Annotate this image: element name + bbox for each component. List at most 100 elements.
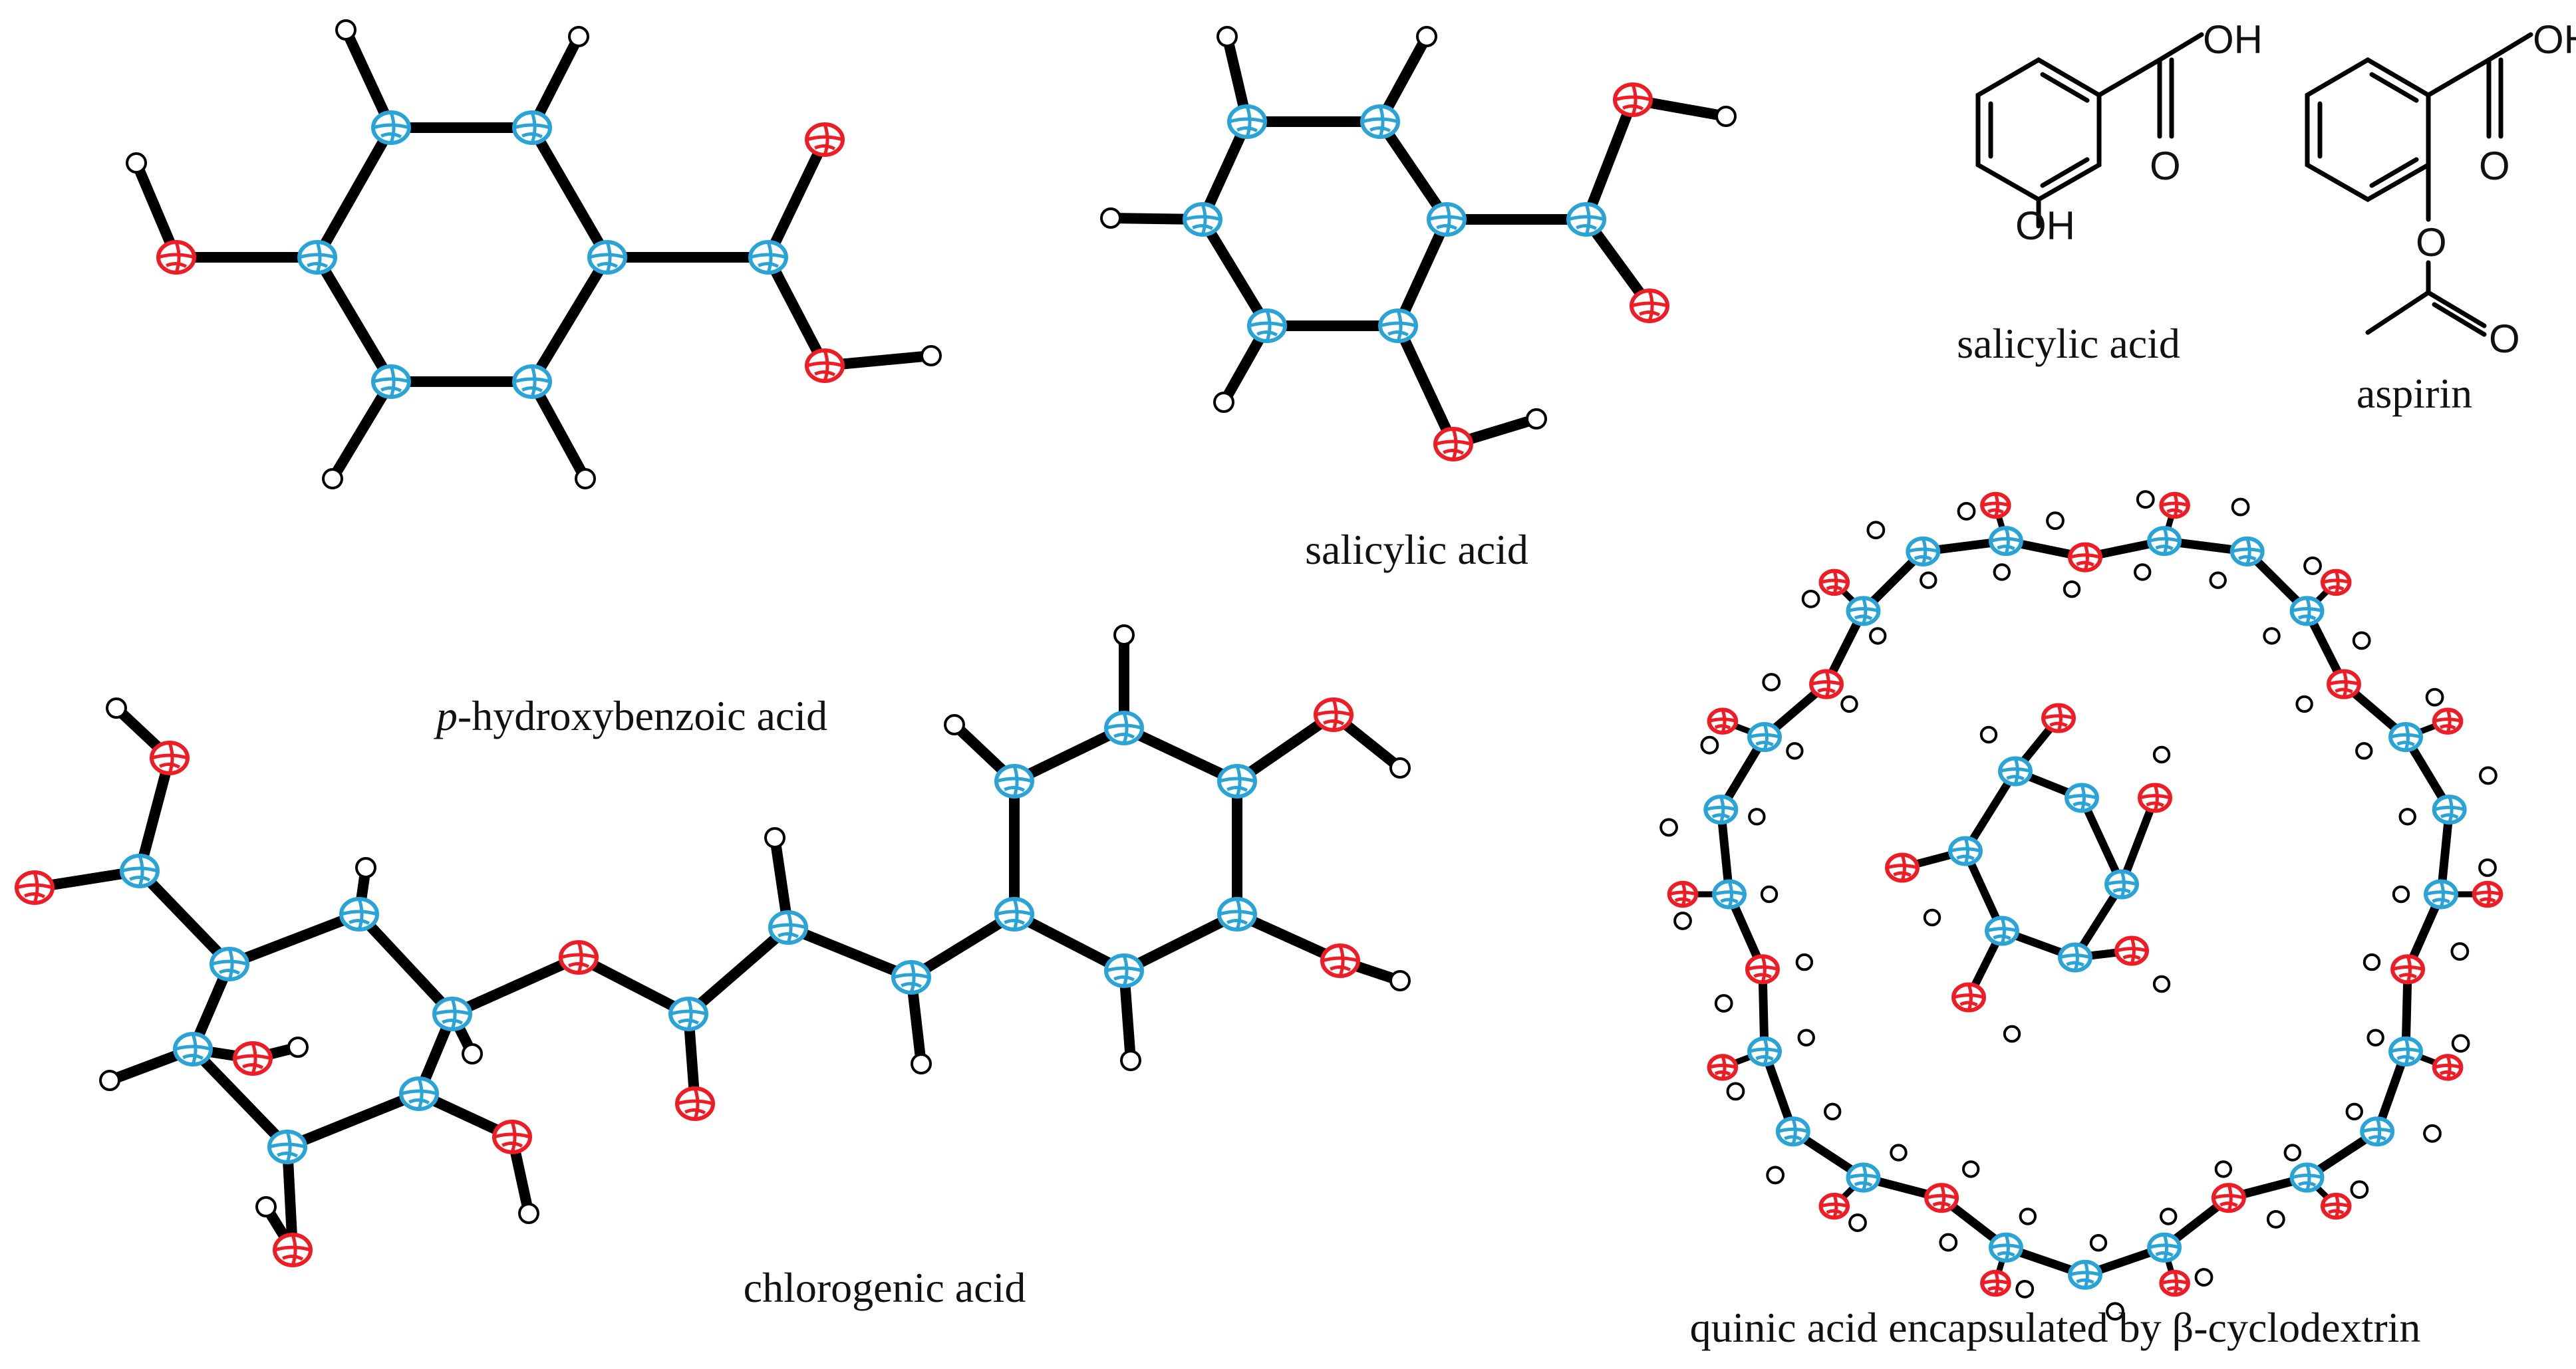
- oxygen-atom: [2159, 1269, 2190, 1297]
- hydrogen-atom: [2345, 1102, 2363, 1121]
- hydrogen-atom: [944, 714, 965, 735]
- hydrogen-atom: [2152, 975, 2171, 993]
- carbon-atom: [297, 240, 337, 275]
- carbon-atom: [1712, 879, 1747, 910]
- hydrogen-atom: [1840, 695, 1858, 713]
- carbon-atom: [2388, 1036, 2423, 1067]
- hydrogen-atom: [1120, 1050, 1141, 1071]
- carbon-atom: [2432, 795, 2467, 825]
- carbon-atom: [1985, 916, 2019, 946]
- oxygen-atom: [2159, 491, 2190, 519]
- carbon-atom: [1906, 536, 1941, 566]
- hydrogen-atom: [575, 468, 596, 489]
- hydrogen-atom: [2214, 1160, 2233, 1178]
- carbon-atom: [2289, 596, 2325, 626]
- caption-p-rest: -hydroxybenzoic acid: [457, 692, 828, 739]
- carbon-atom: [1183, 202, 1222, 237]
- oxygen-atom: [2068, 542, 2102, 572]
- hydrogen-atom: [287, 1037, 309, 1058]
- carbon-atom: [2147, 526, 2182, 557]
- hydrogen-atom: [2398, 808, 2416, 826]
- hydrogen-atom: [1673, 912, 1692, 930]
- hydrogen-atom: [1762, 673, 1781, 691]
- hydrogen-atom: [568, 26, 589, 47]
- bond: [1197, 116, 1252, 225]
- carbon-atom: [2058, 942, 2092, 973]
- hydrogen-atom: [2478, 766, 2498, 785]
- hydrogen-atom: [1797, 1029, 1815, 1047]
- caption-quinic-acid-cyclodextrin: quinic acid encapsulated by β-cyclodextr…: [1689, 1304, 2421, 1351]
- carbon-atom: [1227, 104, 1267, 139]
- oxygen-atom: [1980, 491, 2011, 519]
- oxygen-atom: [1818, 1192, 1850, 1220]
- aspirin-line-structure: [2305, 32, 2533, 337]
- hydrogen-atom: [2366, 1029, 2384, 1047]
- carbon-atom: [399, 1076, 439, 1111]
- hydrogen-atom: [2231, 497, 2250, 517]
- bond: [1119, 723, 1242, 787]
- bond: [683, 922, 793, 1019]
- hydrogen-atom: [1213, 392, 1234, 413]
- carbon-atom: [1989, 1232, 2023, 1263]
- hydrogen-atom: [2089, 1234, 2108, 1252]
- hydrogen-atom: [1389, 757, 1411, 779]
- hydrogen-atom: [2194, 1268, 2214, 1287]
- hydrogen-atom: [2152, 745, 2171, 764]
- hydrogen-atom: [1766, 1166, 1785, 1185]
- carbon-atom: [1104, 711, 1144, 745]
- hydrogen-atom: [1786, 742, 1804, 760]
- bond: [783, 922, 917, 983]
- oxygen-atom: [1707, 1054, 1739, 1081]
- oxygen-atom: [2390, 954, 2426, 985]
- bond: [763, 134, 830, 263]
- carbon-atom: [371, 110, 411, 145]
- carbon-atom: [267, 1130, 307, 1164]
- carbon-atom: [1360, 104, 1400, 139]
- hydrogen-atom: [2352, 631, 2371, 650]
- hydrogen-atom: [2159, 1207, 2178, 1225]
- bond: [282, 1088, 424, 1152]
- hydrogen-atom: [1920, 571, 1937, 589]
- hydrogen-atom: [2423, 1124, 2442, 1143]
- atom-layer: [15, 19, 2504, 1321]
- hydrogen-atom: [1961, 1160, 1980, 1178]
- bond: [1232, 709, 1339, 787]
- hydrogen-atom: [2425, 687, 2444, 707]
- oxygen-atom: [2432, 707, 2464, 735]
- oxygen-atom: [15, 870, 55, 905]
- bond: [763, 252, 830, 371]
- aspirin-ester-o-label: O: [2416, 220, 2447, 265]
- hydrogen-atom: [2295, 695, 2313, 713]
- oxygen-atom: [1980, 1269, 2011, 1297]
- hydrogen-atom: [99, 1070, 120, 1091]
- oxygen-atom: [2041, 703, 2076, 733]
- hydrogen-atom: [355, 857, 376, 878]
- hydrogen-atom: [2266, 1209, 2285, 1229]
- bond: [1197, 214, 1272, 331]
- oxygen-atom: [1818, 568, 1850, 596]
- hydrogen-atom: [1760, 885, 1779, 904]
- bond: [1581, 94, 1638, 225]
- carbon-atom: [2360, 1116, 2395, 1147]
- hydrogen-atom: [1526, 408, 1547, 430]
- oxygen-atom: [2320, 1192, 2352, 1220]
- hydrogen-atom: [518, 1203, 539, 1224]
- caption-salicylic-acid-ortep: salicylic acid: [1305, 526, 1528, 573]
- carbon-atom: [1703, 795, 1739, 825]
- carbon-atom: [1998, 756, 2033, 787]
- bond: [527, 252, 613, 387]
- hydrogen-atom: [2003, 1025, 2021, 1043]
- oxygen-atom: [1667, 880, 1699, 908]
- carbon-atom: [210, 947, 249, 981]
- oxygen-atom: [675, 1086, 715, 1121]
- carbon-atom: [512, 364, 552, 399]
- carbon-atom: [339, 897, 379, 932]
- oxygen-atom: [1951, 982, 1986, 1013]
- carbon-atom: [768, 910, 808, 945]
- hydrogen-atom: [2392, 885, 2410, 904]
- hydrogen-atom: [1866, 521, 1886, 540]
- oxygen-atom: [2320, 568, 2352, 596]
- oxygen-atom: [1924, 1183, 1959, 1213]
- oxygen-atom: [1433, 427, 1473, 461]
